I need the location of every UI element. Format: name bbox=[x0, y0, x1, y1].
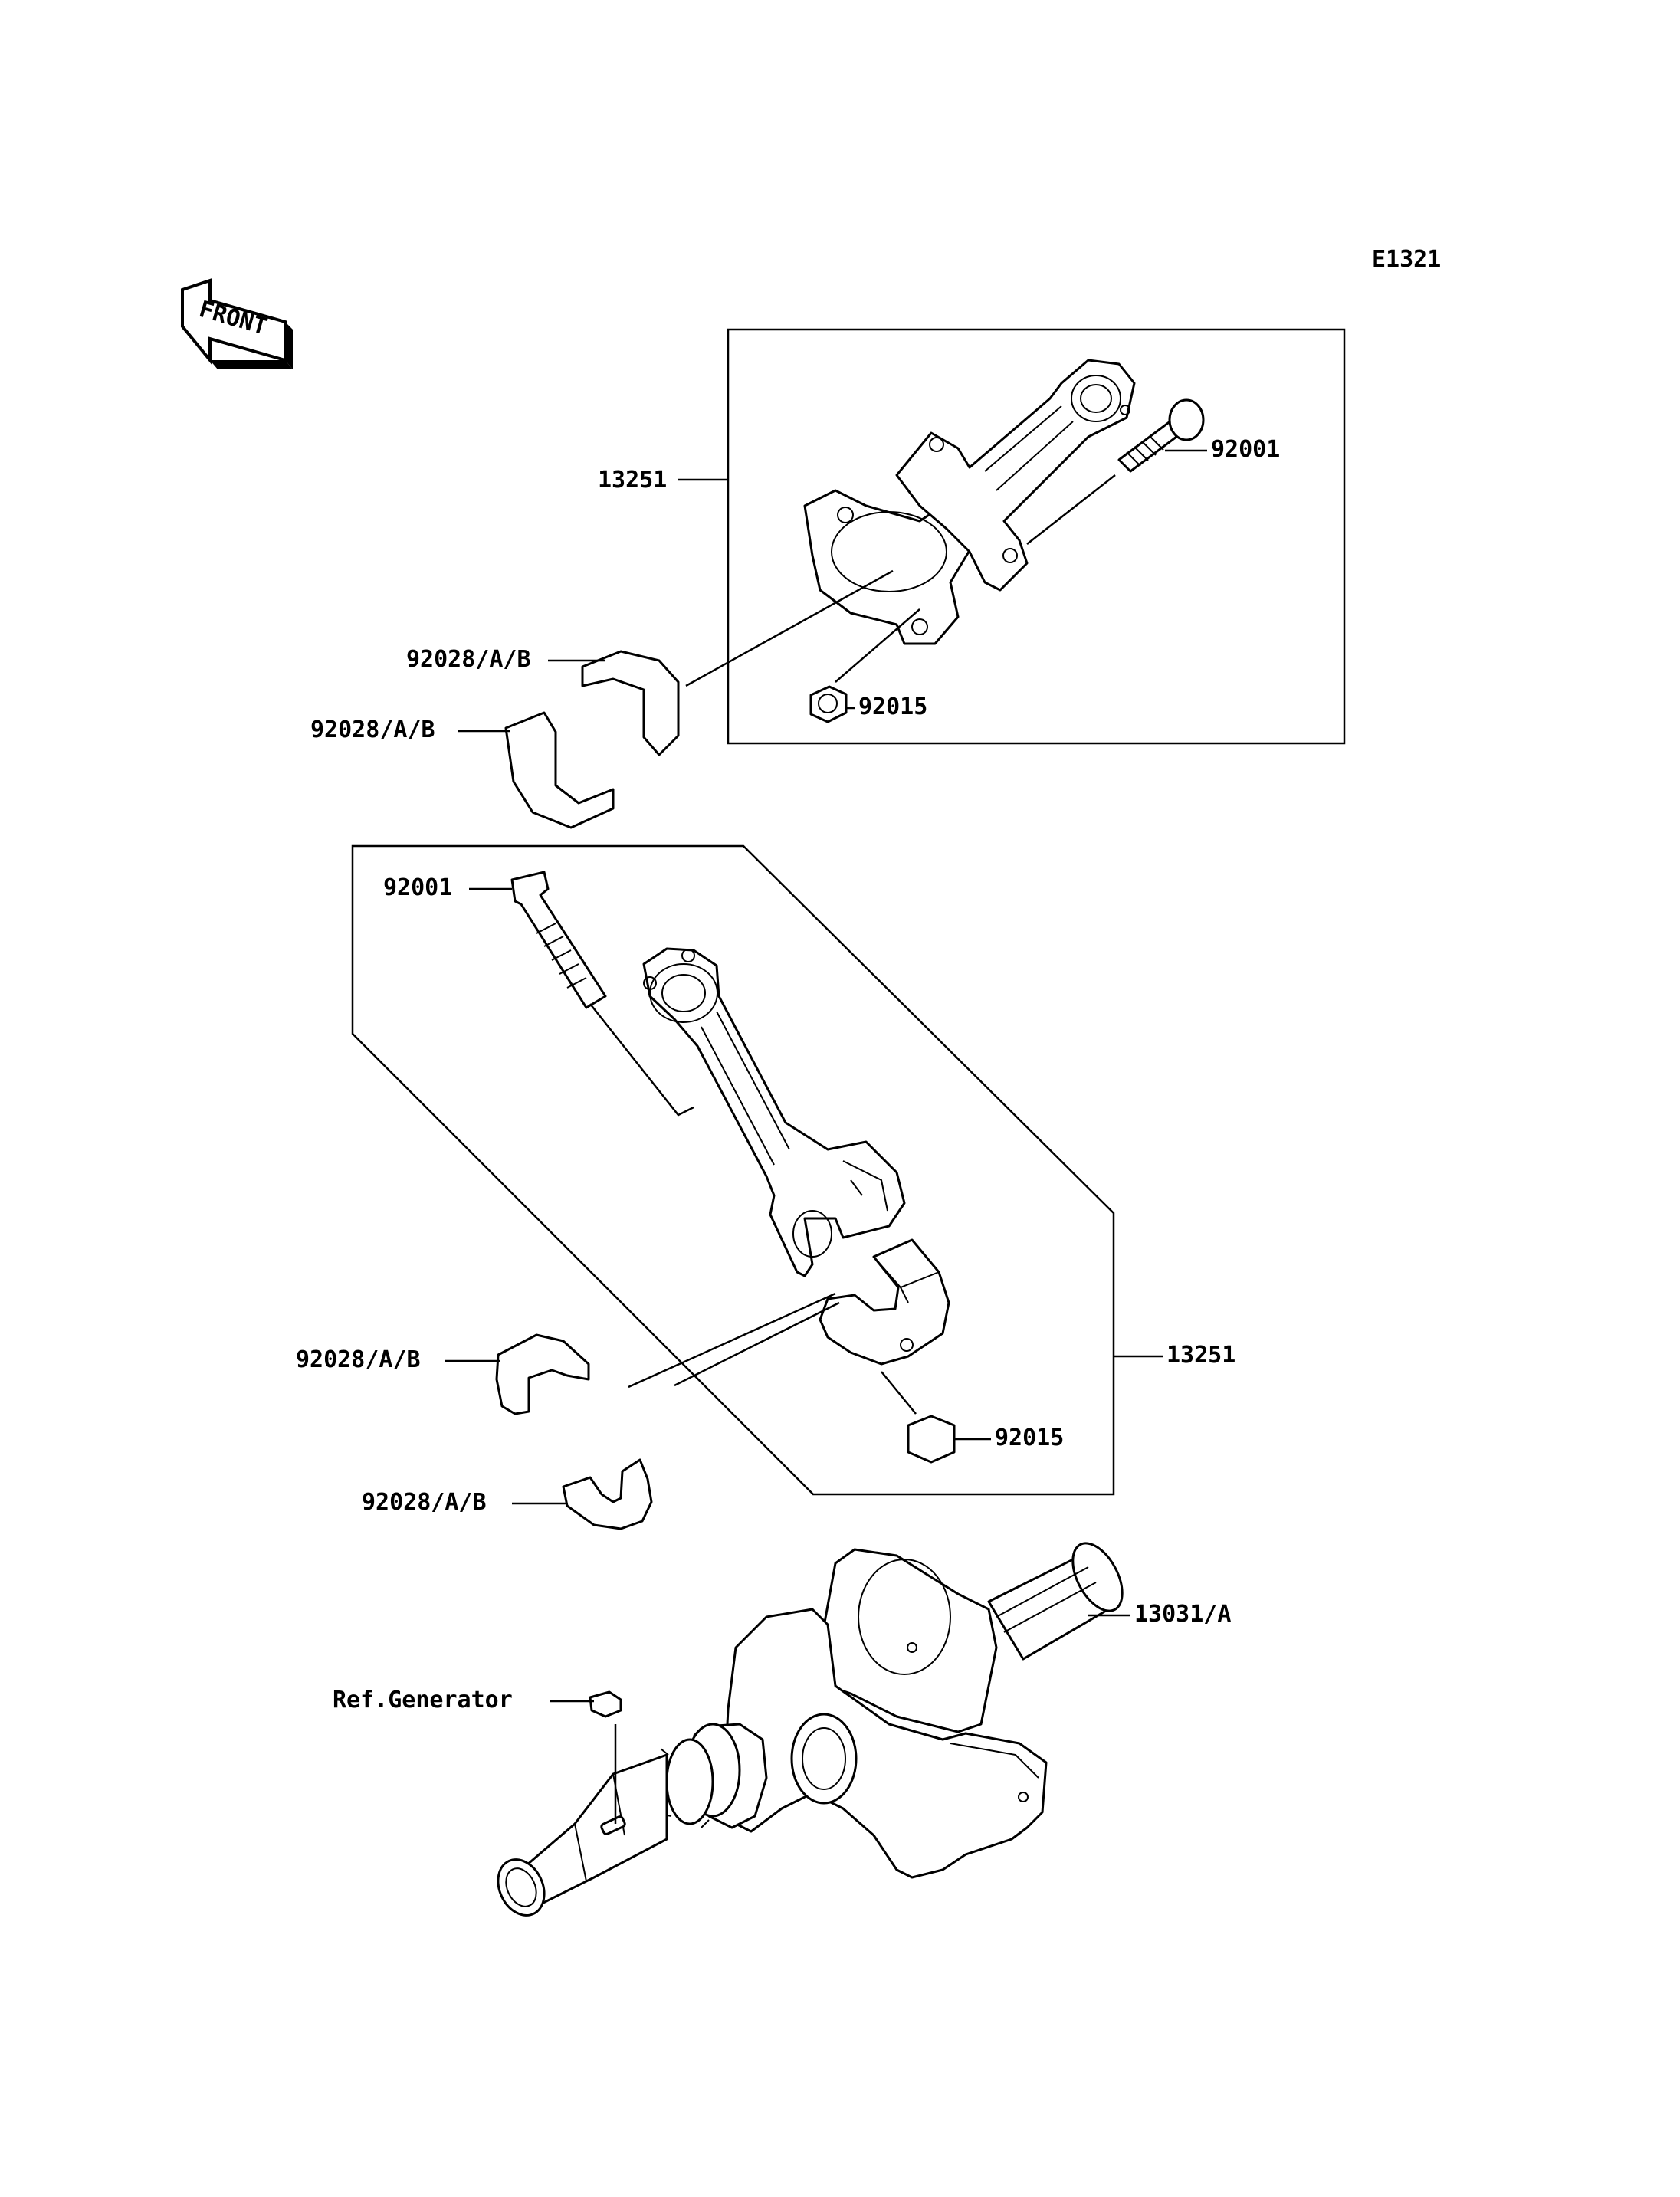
callout-key-ref: Ref.Generator bbox=[333, 1687, 513, 1713]
front-arrow-icon: FRONT bbox=[181, 278, 293, 369]
callout-bearing-upper-1: 92028/A/B bbox=[406, 646, 531, 673]
generator-key bbox=[589, 1690, 622, 1718]
lower-rod-cap bbox=[819, 1238, 950, 1366]
lower-bolt bbox=[510, 871, 607, 1009]
upper-bolt bbox=[1117, 398, 1205, 473]
upper-connecting-rod bbox=[803, 359, 1136, 645]
lower-connecting-rod bbox=[642, 947, 906, 1277]
callout-bearing-lower-1: 92028/A/B bbox=[296, 1346, 421, 1373]
callout-bolt-lower: 92001 bbox=[383, 874, 452, 901]
upper-bearing-shell-2 bbox=[504, 711, 615, 829]
callout-bolt-upper: 92001 bbox=[1211, 436, 1280, 463]
lower-bearing-shell-1 bbox=[495, 1333, 590, 1415]
callout-bearing-upper-2: 92028/A/B bbox=[310, 716, 435, 743]
lower-bearing-shell-2 bbox=[562, 1458, 653, 1530]
callout-nut-upper: 92015 bbox=[858, 694, 927, 720]
upper-bearing-shell-1 bbox=[581, 650, 680, 756]
callout-rod-set-lower: 13251 bbox=[1166, 1342, 1235, 1369]
crankshaft bbox=[497, 1542, 1124, 1917]
callout-nut-lower: 92015 bbox=[995, 1425, 1064, 1451]
callout-bearing-lower-2: 92028/A/B bbox=[362, 1489, 487, 1516]
diagram-code: E1321 bbox=[1372, 246, 1441, 273]
upper-nut bbox=[809, 685, 848, 723]
lower-rod-set-box bbox=[351, 844, 1115, 1496]
callout-rod-set-upper: 13251 bbox=[598, 467, 667, 494]
callout-crankshaft: 13031/A bbox=[1134, 1601, 1231, 1628]
lower-nut bbox=[907, 1415, 956, 1464]
upper-rod-set-box bbox=[727, 328, 1346, 745]
